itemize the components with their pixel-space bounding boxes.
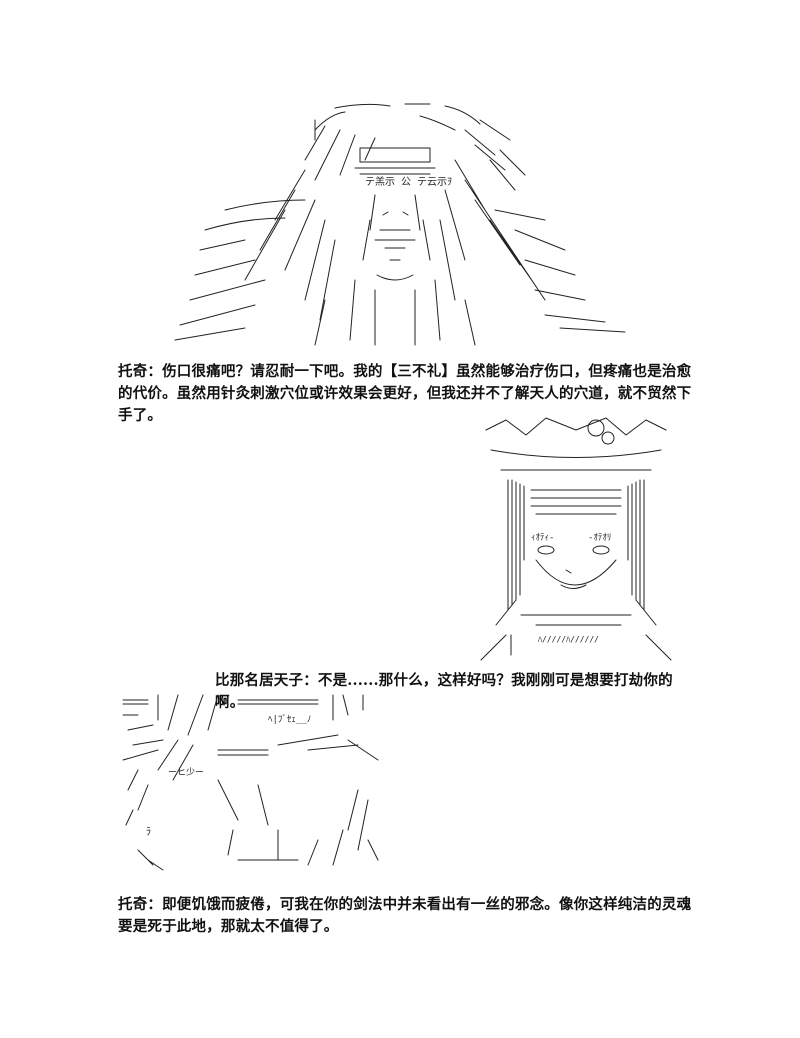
eye-left-text: ｨｵﾃｨ- — [531, 532, 554, 543]
scene-text-1: ﾍ|ﾌﾞｾｪ__ﾉ — [268, 714, 311, 725]
ascii-art-tochi: テ羔示 公 テ云示ｦ — [165, 100, 635, 350]
paragraph-tenshi: 比那名居天子：不是......那什么，这样好吗？我刚刚可是想要打劫你的啊。 — [215, 672, 673, 711]
paragraph-tochi-1: 托奇：伤口很痛吧？请忍耐一下吧。我的【三不礼】虽然能够治疗伤口，但疼痛也是治愈的… — [118, 363, 692, 424]
eye-right-text: -ｵﾃｵﾘ — [588, 532, 611, 543]
glasses-text: テ羔示 公 テ云示ｦ — [365, 176, 452, 188]
paragraph-tochi-2: 托奇：即便饥饿而疲倦，可我在你的剑法中并未看出有一丝的邪念。像你这样纯洁的灵魂要… — [118, 896, 692, 935]
tenshi-bottom-text: ﾊ/////ﾊ////// — [538, 635, 599, 644]
ascii-art-tenshi: ｨｵﾃｨ- -ｵﾃｵﾘ ﾊ/////ﾊ////// — [476, 410, 676, 665]
scene-text-3: ﾗ — [146, 827, 151, 838]
scene-text-2: ーヒ少ー — [168, 767, 204, 778]
ascii-art-scene: ﾍ|ﾌﾞｾｪ__ﾉ ーヒ少ー ﾗ — [118, 690, 393, 875]
